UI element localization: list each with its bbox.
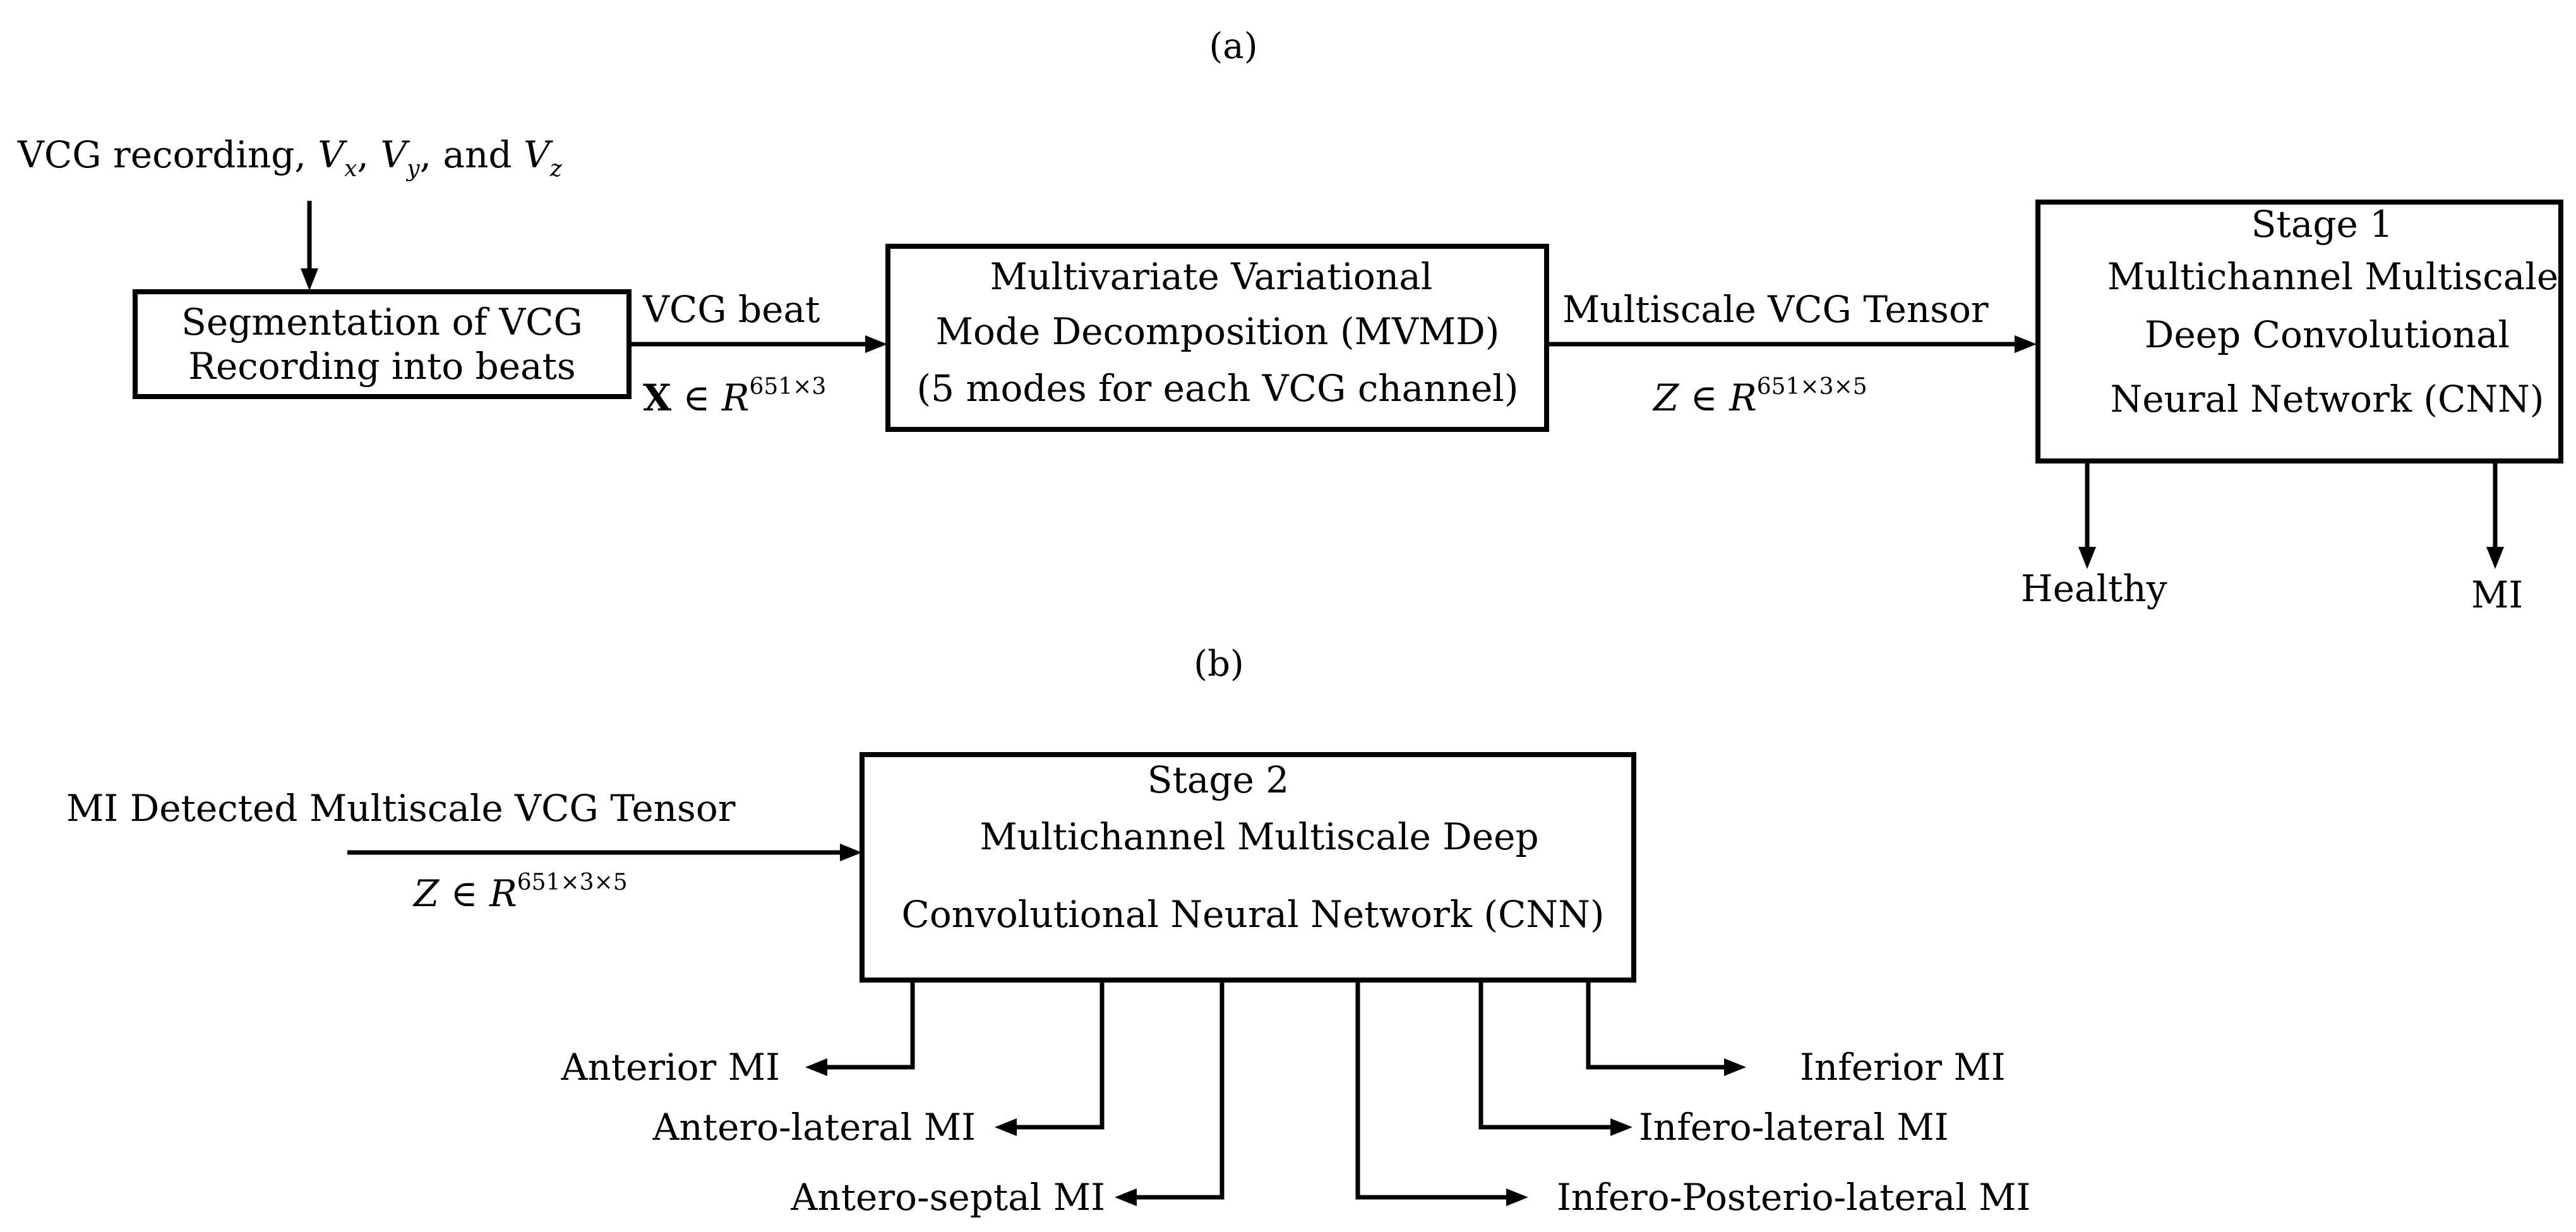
anterior-mi-arrow [805, 980, 915, 1076]
svg-text:Neural Network (CNN): Neural Network (CNN) [2110, 378, 2544, 421]
stage1-healthy-arrow [2078, 461, 2096, 569]
infero-posterio-lateral-mi-arrow [1355, 980, 1528, 1206]
svg-text:Segmentation of VCG: Segmentation of VCG [181, 301, 583, 344]
mi-detected-tensor-label: MI Detected Multiscale VCG Tensor [66, 787, 736, 830]
multiscale-tensor-label: Multiscale VCG Tensor [1562, 288, 1989, 331]
mi-output-label: MI [2471, 573, 2523, 616]
svg-text:Convolutional Neural Network (: Convolutional Neural Network (CNN) [901, 893, 1604, 936]
svg-text:Stage 2: Stage 2 [1147, 758, 1289, 801]
multiscale-tensor-math: Z ∈ R651×3×5 [1652, 374, 1867, 419]
input-to-segmentation-arrow [301, 201, 318, 290]
antero-septal-mi-arrow [1115, 980, 1225, 1206]
segmentation-to-mvmd-arrow [629, 335, 887, 353]
mvmd-to-stage1-arrow [1547, 335, 2037, 353]
mi-detected-tensor-math: Z ∈ R651×3×5 [412, 870, 628, 915]
svg-text:Multivariate Variational: Multivariate Variational [990, 255, 1433, 298]
mvmd-box: Multivariate Variational Mode Decomposit… [885, 244, 1549, 432]
svg-text:Stage 1: Stage 1 [2251, 203, 2393, 246]
svg-text:Mode Decomposition (MVMD): Mode Decomposition (MVMD) [936, 310, 1500, 353]
stage1-cnn-box: Stage 1 Multichannel Multiscale Deep Con… [2035, 200, 2563, 463]
antero-lateral-mi-arrow [995, 980, 1105, 1136]
svg-text:Deep Convolutional: Deep Convolutional [2145, 313, 2510, 356]
infero-posterio-lateral-mi-label: Infero-Posterio-lateral MI [1557, 1176, 2030, 1219]
healthy-output-label: Healthy [2021, 567, 2167, 610]
svg-text:Recording into beats: Recording into beats [188, 345, 575, 388]
stage1-mi-arrow [2486, 461, 2504, 569]
vcg-beat-math: X ∈ R651×3 [643, 374, 826, 419]
panel-a-label: (a) [1209, 26, 1257, 67]
antero-lateral-mi-label: Antero-lateral MI [652, 1106, 976, 1149]
tensor-to-stage2-arrow [347, 844, 862, 861]
panel-b-label: (b) [1194, 643, 1244, 685]
svg-text:Multichannel Multiscale Deep: Multichannel Multiscale Deep [979, 815, 1538, 858]
svg-text:Multichannel Multiscale: Multichannel Multiscale [2107, 255, 2558, 298]
infero-lateral-mi-arrow [1478, 980, 1632, 1136]
infero-lateral-mi-label: Infero-lateral MI [1639, 1106, 1949, 1149]
inferior-mi-arrow [1586, 980, 1746, 1076]
segmentation-box: Segmentation of VCG Recording into beats [133, 289, 632, 399]
inferior-mi-label: Inferior MI [1800, 1046, 2006, 1089]
svg-text:(5 modes for each VCG channel): (5 modes for each VCG channel) [917, 367, 1519, 410]
vcg-recording-input-label: VCG recording, Vx, Vy, and Vz [17, 133, 563, 182]
antero-septal-mi-label: Antero-septal MI [790, 1176, 1105, 1219]
vcg-beat-label: VCG beat [642, 288, 820, 331]
stage2-cnn-box: Stage 2 Multichannel Multiscale Deep Con… [860, 752, 1636, 983]
anterior-mi-label: Anterior MI [560, 1046, 780, 1089]
